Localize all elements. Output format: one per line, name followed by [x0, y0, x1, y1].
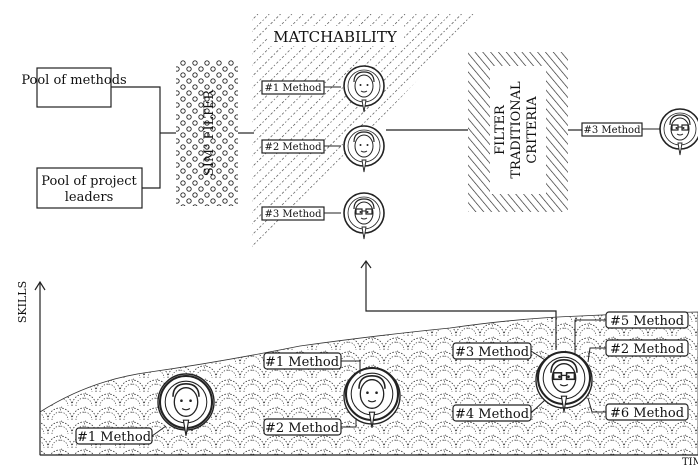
traditional-label-2: TRADITIONAL: [509, 81, 524, 179]
pool-connectors: [111, 86, 176, 189]
person-1: #1 Method: [75, 373, 215, 445]
x-axis-label: TIM: [682, 457, 698, 467]
result-method-label: #3 Method: [584, 125, 642, 136]
match-method-1-label: #1 Method: [265, 83, 323, 94]
person-3: #3 Method #4 Method #5 Method #2 Method …: [452, 311, 689, 422]
person3-method-2: #2 Method: [610, 342, 684, 357]
person3-method-5: #5 Method: [610, 314, 684, 329]
match-method-2: #2 Method: [261, 139, 341, 154]
traditional-criteria-filter: FILTER TRADITIONAL CRITERIA: [468, 52, 568, 212]
sim3-filter-label: SIM³ FILTER: [202, 89, 217, 177]
person3-method-6: #6 Method: [610, 406, 684, 421]
person-2: #1 Method #2 Method: [263, 352, 401, 436]
pool-of-leaders-box: Pool of project leaders: [36, 167, 143, 209]
match-method-3: #3 Method: [261, 206, 341, 221]
avatar-match-2: [343, 125, 385, 173]
result-method: #3 Method: [581, 122, 660, 137]
sim3-filter: SIM³ FILTER: [176, 60, 238, 206]
match-method-3-label: #3 Method: [265, 209, 323, 220]
person1-method-1: #1 Method: [77, 430, 151, 445]
person2-method-2: #2 Method: [265, 421, 339, 436]
person3-method-4: #4 Method: [455, 407, 529, 422]
pool-of-leaders-label-2: leaders: [65, 190, 114, 205]
pool-of-leaders-label-1: Pool of project: [41, 174, 137, 189]
y-axis-label: SKILLS: [16, 281, 29, 323]
match-method-2-label: #2 Method: [265, 142, 323, 153]
traditional-label-3: CRITERIA: [525, 96, 540, 164]
avatar-result: [660, 109, 698, 155]
person2-method-1: #1 Method: [265, 355, 339, 370]
pool-of-methods-box: Pool of methods: [21, 67, 127, 108]
pool-of-methods-label: Pool of methods: [21, 73, 126, 88]
avatar-match-3: [344, 193, 384, 239]
matchability-label: MATCHABILITY: [273, 28, 398, 46]
person3-method-3: #3 Method: [455, 345, 529, 360]
match-method-1: #1 Method: [261, 80, 341, 95]
traditional-label-1: FILTER: [493, 104, 508, 155]
axes: [34, 280, 698, 456]
